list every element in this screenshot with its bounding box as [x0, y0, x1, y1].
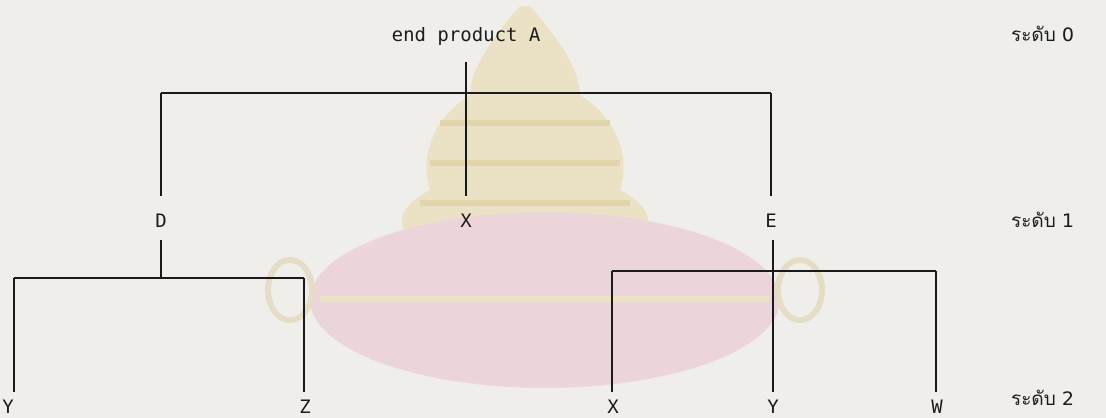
node-w: W [931, 396, 943, 418]
node-e: E [765, 210, 777, 232]
level-label-1: ระดับ 1 [1011, 210, 1074, 232]
node-y-right: Y [767, 396, 779, 418]
node-z: Z [299, 396, 311, 418]
node-x: X [460, 210, 472, 232]
node-y-left: Y [2, 396, 14, 418]
node-d: D [155, 210, 167, 232]
node-root: end product A [391, 24, 541, 46]
level-label-2: ระดับ 2 [1011, 388, 1074, 410]
level-label-0: ระดับ 0 [1011, 24, 1074, 46]
node-x-right: X [607, 396, 619, 418]
